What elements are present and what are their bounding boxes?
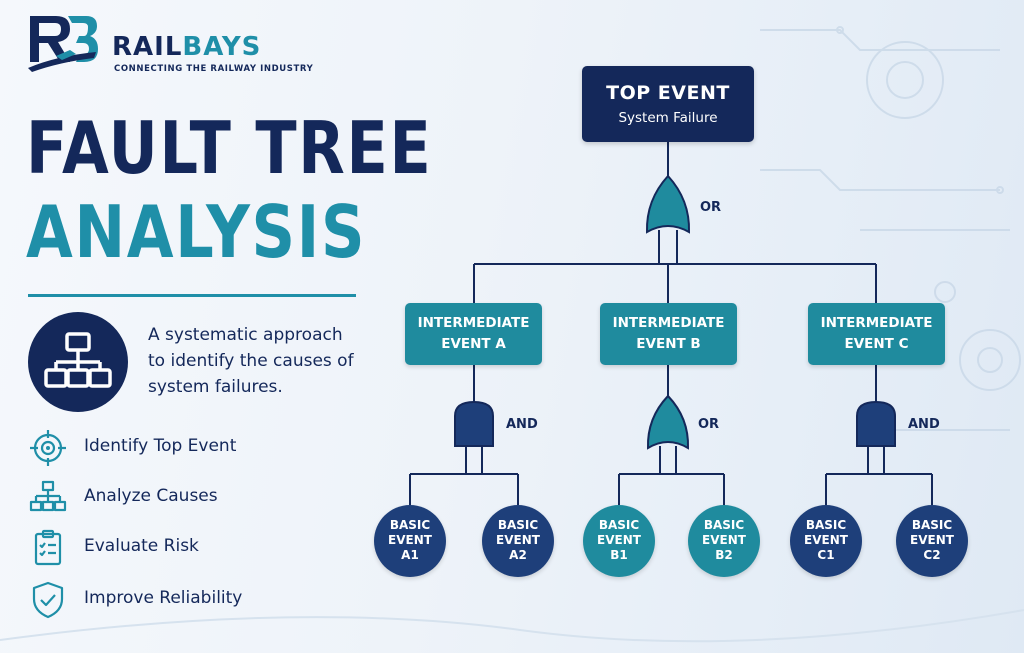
brand-name: RAILBAYS <box>112 32 261 62</box>
basic-event-a1: BASIC EVENT A1 <box>374 505 446 577</box>
basic-event-c2: BASIC EVENT C2 <box>896 505 968 577</box>
node-label-line1: INTERMEDIATE <box>612 315 725 331</box>
brand-tagline: CONNECTING THE RAILWAY INDUSTRY <box>114 64 314 74</box>
intermediate-event-a: INTERMEDIATE EVENT A <box>405 303 542 365</box>
intermediate-event-c: INTERMEDIATE EVENT C <box>808 303 945 365</box>
node-label-line2: EVENT A <box>441 336 506 352</box>
step-identify-top-event: Identify Top Event <box>28 428 328 468</box>
step-analyze-causes: Analyze Causes <box>28 478 328 518</box>
basic-event-c1: BASIC EVENT C1 <box>790 505 862 577</box>
clipboard-checklist-icon <box>34 529 62 566</box>
railbays-logo: RAILBAYS CONNECTING THE RAILWAY INDUSTRY <box>26 12 316 82</box>
basic-event-b1: BASIC EVENT B1 <box>583 505 655 577</box>
or-gate-icon <box>646 394 690 450</box>
brand-name-part1: RAIL <box>112 32 183 62</box>
step-label: Analyze Causes <box>84 486 218 506</box>
shield-check-icon <box>32 581 64 619</box>
top-event-title: TOP EVENT <box>606 82 730 104</box>
node-label-line2: EVENT C <box>844 336 909 352</box>
top-gate-label: OR <box>700 200 722 215</box>
top-event-node: TOP EVENT System Failure <box>582 66 754 142</box>
and-gate-icon <box>856 400 896 447</box>
step-label: Evaluate Risk <box>84 536 199 556</box>
basic-event-a2: BASIC EVENT A2 <box>482 505 554 577</box>
flowchart-badge <box>28 312 128 412</box>
flowchart-icon <box>44 332 112 388</box>
and-gate-icon <box>454 400 494 447</box>
top-event-subtitle: System Failure <box>618 110 718 126</box>
step-label: Improve Reliability <box>84 588 243 608</box>
gate-a-label: AND <box>506 417 538 432</box>
railbays-train-logo-icon <box>28 16 98 72</box>
basic-event-b2: BASIC EVENT B2 <box>688 505 760 577</box>
page-title-line1: FAULT TREE <box>26 106 433 190</box>
gate-b-label: OR <box>698 417 720 432</box>
page-title-line2: ANALYSIS <box>26 190 367 274</box>
step-evaluate-risk: Evaluate Risk <box>28 528 328 568</box>
intermediate-event-b: INTERMEDIATE EVENT B <box>600 303 737 365</box>
step-improve-reliability: Improve Reliability <box>28 580 328 620</box>
title-divider <box>28 294 356 297</box>
description-text: A systematic approach to identify the ca… <box>148 325 354 397</box>
target-icon <box>30 430 66 466</box>
step-label: Identify Top Event <box>84 436 237 456</box>
or-gate-icon <box>645 174 691 234</box>
node-label-line2: EVENT B <box>636 336 701 352</box>
node-label-line1: INTERMEDIATE <box>820 315 933 331</box>
brand-name-part2: BAYS <box>182 32 262 62</box>
node-label-line1: INTERMEDIATE <box>417 315 530 331</box>
gate-c-label: AND <box>908 417 940 432</box>
hierarchy-icon <box>29 480 67 512</box>
